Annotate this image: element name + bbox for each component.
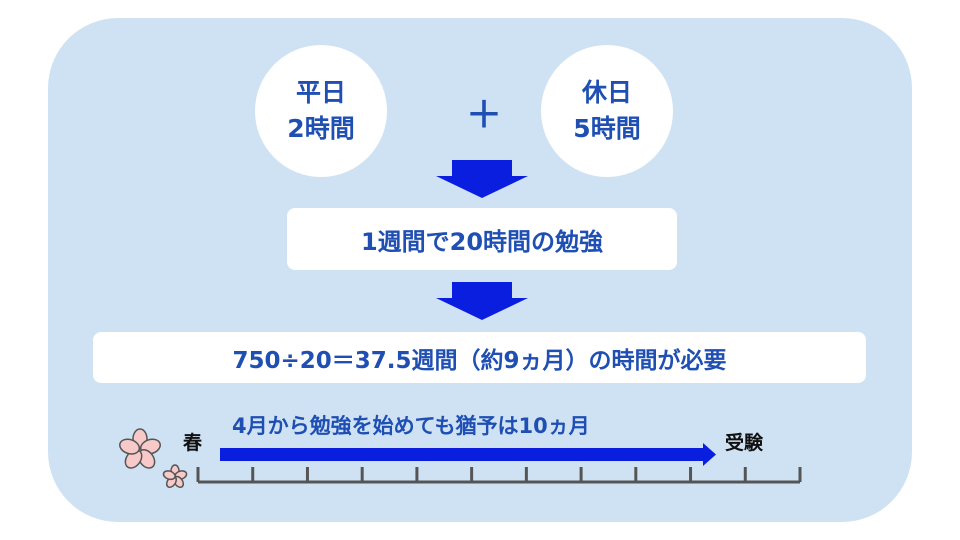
- timeline-start-label: 春: [183, 432, 203, 454]
- plus-sign: ＋: [466, 95, 503, 136]
- calculation-text: 750÷20＝37.5週間（約9ヵ月）の時間が必要: [232, 347, 727, 374]
- weekly-study-box: 1週間で20時間の勉強: [287, 208, 677, 270]
- weekday-label: 平日: [295, 78, 346, 107]
- timeline-end-label: 受験: [725, 432, 764, 454]
- background-panel: [48, 18, 912, 522]
- calculation-box: 750÷20＝37.5週間（約9ヵ月）の時間が必要: [93, 332, 866, 383]
- timeline-caption: 4月から勉強を始めても猶予は10ヵ月: [232, 414, 590, 438]
- holiday-label: 休日: [581, 78, 632, 107]
- holiday-hours: 5時間: [573, 114, 641, 143]
- weekday-hours: 2時間: [287, 114, 355, 143]
- timeline-ruler: [196, 467, 802, 484]
- progress-arrow: [220, 443, 716, 466]
- weekday-circle: 平日 2時間: [255, 45, 387, 177]
- down-arrow-icon: [436, 160, 528, 198]
- down-arrow-icon: [436, 282, 528, 320]
- cherry-blossom-icon: [119, 428, 188, 488]
- holiday-circle: 休日 5時間: [541, 45, 673, 177]
- weekly-study-text: 1週間で20時間の勉強: [360, 227, 604, 256]
